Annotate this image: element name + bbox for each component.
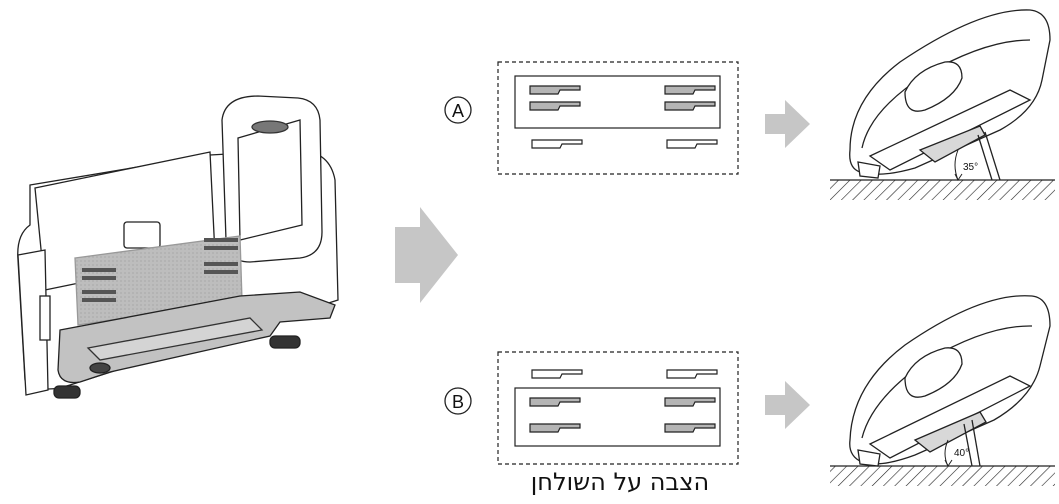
option-a-label: A xyxy=(444,96,472,124)
arrow-right-icon xyxy=(765,381,810,429)
option-b-label: B xyxy=(444,387,472,415)
arrow-right-icon xyxy=(395,207,458,303)
option-b-letter: B xyxy=(452,392,464,412)
phone-side-view-a: 35° xyxy=(830,9,1055,200)
option-a-letter: A xyxy=(452,101,464,121)
angle-label-b: 40° xyxy=(954,448,969,459)
caption-desk-mount: הצבה על השולחן xyxy=(530,468,710,496)
arrow-right-icon xyxy=(765,100,810,148)
phone-base-illustration xyxy=(17,95,339,399)
angle-label-a: 35° xyxy=(963,162,978,173)
slot-panel-b xyxy=(497,351,739,465)
slot-panel-a xyxy=(497,61,739,175)
phone-side-view-b: 40° xyxy=(830,295,1055,486)
